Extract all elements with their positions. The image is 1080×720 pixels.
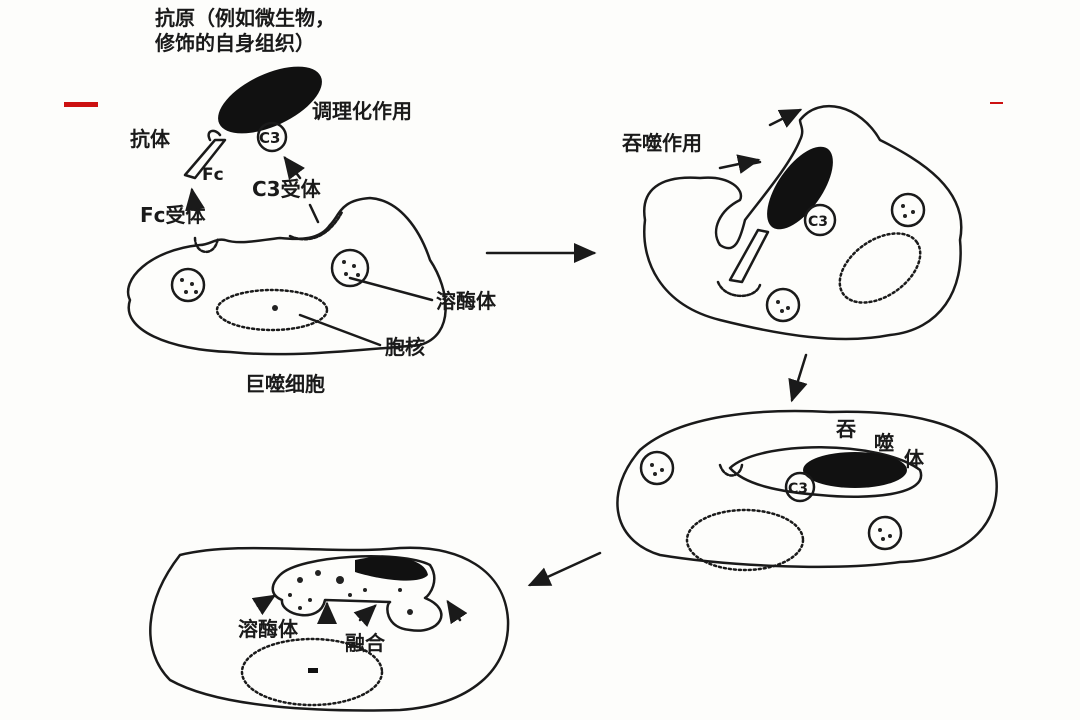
lysosome — [170, 267, 206, 303]
macrophage-cell-stage4 — [149, 546, 510, 712]
lysosome — [330, 248, 370, 288]
phagosome-label-1: 吞 — [836, 417, 856, 441]
nucleus-label: 胞核 — [385, 335, 425, 359]
antigen — [218, 66, 322, 134]
nucleus — [215, 288, 329, 332]
antigen-label-line1: 抗原（例如微生物， — [155, 6, 335, 30]
macrophage-cell-stage1 — [126, 196, 447, 356]
red-accent-bar — [64, 102, 98, 107]
macrophage-cell-stage3 — [616, 409, 998, 572]
macrophage-cell-stage2 — [642, 104, 963, 341]
antibody-shape — [183, 129, 227, 180]
antigen-label-line2: 修饰的自身组织） — [154, 31, 315, 55]
c3-label: C3 — [259, 129, 280, 147]
c3-receptor-label: C3受体 — [252, 177, 322, 201]
phagocytosis-label: 吞噬作用 — [622, 131, 702, 155]
fusion-label: 融合 — [345, 631, 386, 655]
opsonization-label: 调理化作用 — [312, 99, 412, 123]
antibody-label: 抗体 — [130, 127, 171, 151]
arrow-down — [788, 353, 808, 403]
c3-complement — [256, 121, 288, 153]
phagosome-label-2: 噬 — [874, 431, 894, 455]
lysosome-label-stage4: 溶酶体 — [238, 617, 299, 641]
macrophage-label: 巨噬细胞 — [245, 372, 325, 396]
fc-receptor-label: Fc受体 — [140, 203, 207, 227]
lysosome-label: 溶酶体 — [436, 289, 497, 313]
c3-label-stage3: C3 — [788, 481, 808, 497]
fc-label: Fc — [202, 165, 224, 185]
phagosome-label-3: 体 — [904, 447, 925, 471]
red-accent-mark — [990, 102, 1003, 104]
arrow-down-left — [527, 551, 602, 587]
c3-label-stage2: C3 — [808, 214, 828, 230]
